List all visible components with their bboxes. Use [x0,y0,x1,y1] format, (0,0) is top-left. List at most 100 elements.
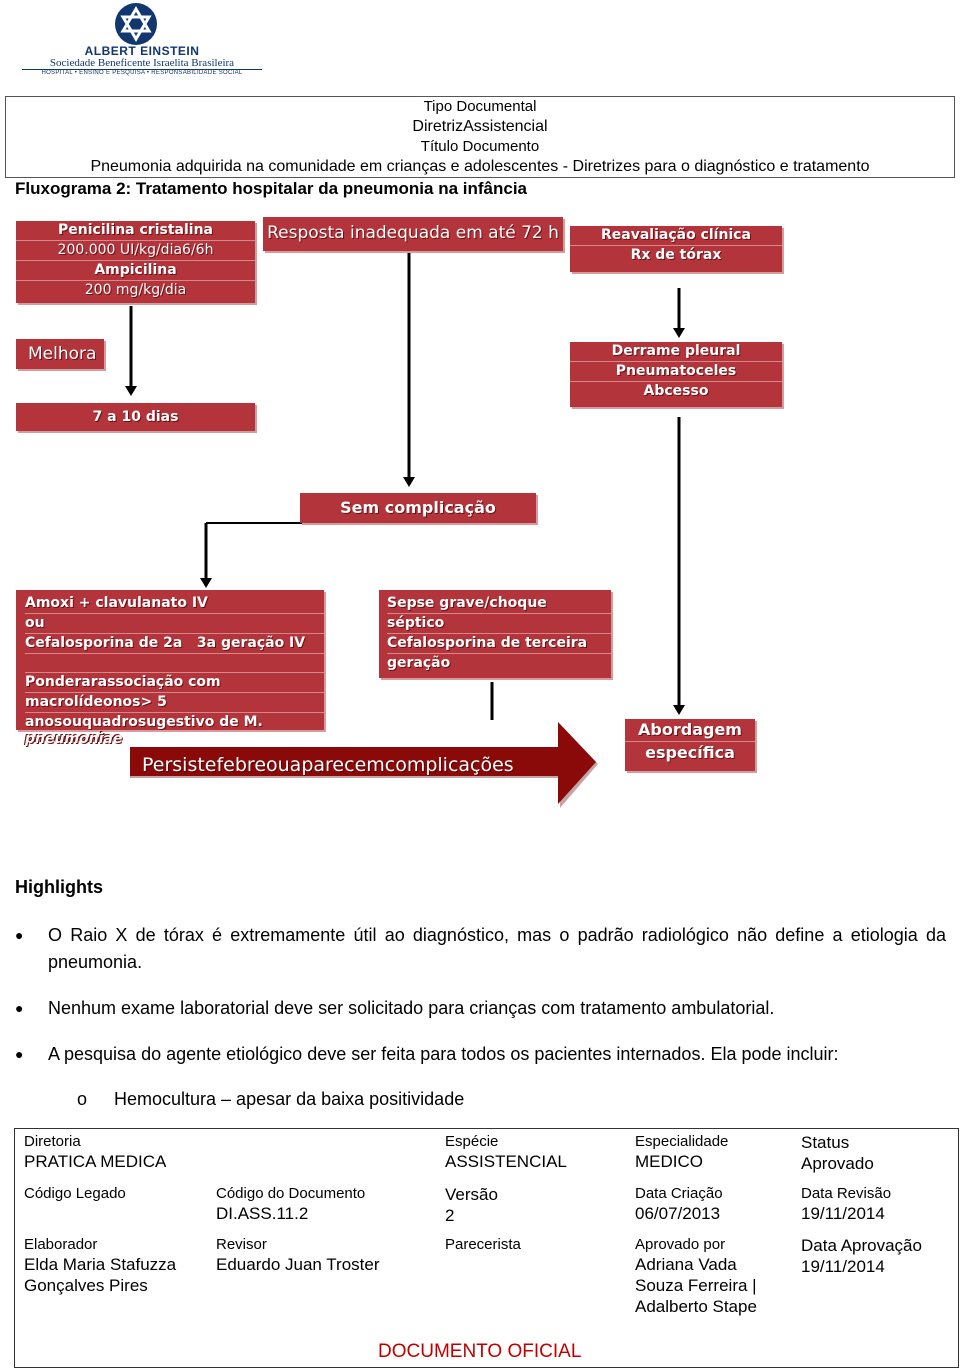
bullet-icon: ● [15,927,24,943]
sepse-line2: séptico [387,614,611,634]
amoxi-line7: anosouquadrosugestivo de M. [25,714,263,730]
footer-aprovado-por: Aprovado por Adriana Vada Souza Ferreira… [635,1235,757,1317]
amoxi-line6: macrolídeonos> 5 [25,693,324,713]
header-title-label: Título Documento [420,138,540,155]
especie-label: Espécie [445,1133,499,1150]
data-revisao-label: Data Revisão [801,1185,892,1202]
amoxi-spacer [25,654,324,673]
footer-codigo-legado: Código Legado [24,1184,126,1203]
highlight-subitem: o Hemocultura – apesar da baixa positivi… [77,1086,944,1113]
status-value: Aprovado [801,1154,874,1173]
aprovado-por-line1: Adriana Vada [635,1255,737,1274]
header-title: Pneumonia adquirida na comunidade em cri… [90,158,870,175]
aprovado-por-line2: Souza Ferreira | [635,1276,757,1295]
data-revisao-value: 19/11/2014 [801,1204,885,1223]
parecerista-label: Parecerista [445,1236,521,1253]
amoxi-line5: Ponderarassociação com [25,673,324,693]
elaborador-line2: Gonçalves Pires [24,1276,148,1295]
abordagem-line1: Abordagem [625,719,755,742]
highlight-text-1: O Raio X de tórax é extremamente útil ao… [48,925,946,972]
highlight-text-2: Nenhum exame laboratorial deve ser solic… [48,998,775,1018]
footer-especie: Espécie ASSISTENCIAL [445,1132,567,1172]
codigo-doc-label: Código do Documento [216,1185,366,1202]
footer-diretoria: Diretoria PRATICA MEDICA [24,1132,166,1172]
footer-versao: Versão 2 [445,1184,498,1226]
persiste-text: Persistefebreouaparecemcomplicações [142,754,514,776]
revisor-value: Eduardo Juan Troster [216,1255,380,1274]
data-aprovacao-label: Data Aprovação [801,1236,922,1255]
codigo-doc-value: DI.ASS.11.2 [216,1204,309,1223]
highlight-text-3: A pesquisa do agente etiológico deve ser… [48,1044,839,1064]
logo-subtitle: Sociedade Beneficente Israelita Brasilei… [49,57,235,69]
box1-line4: 200 mg/kg/dia [84,282,187,298]
box1-line1: Penicilina cristalina [16,221,255,241]
especie-value: ASSISTENCIAL [445,1152,567,1171]
sepse-line3: Cefalosporina de terceira [387,634,611,654]
footer-data-aprovacao: Data Aprovação 19/11/2014 [801,1235,922,1277]
footer-codigo-documento: Código do Documento DI.ASS.11.2 [216,1184,365,1224]
highlights-title: Highlights [15,877,103,897]
box1-line2: 200.000 UI/kg/dia6/6h [16,241,255,261]
sem-complicacao-text: Sem complicação [340,498,496,517]
amoxi-line8: pneumoniae [25,731,123,747]
resposta-text: Resposta inadequada em até 72 h [267,223,559,243]
data-aprovacao-value: 19/11/2014 [801,1257,885,1276]
highlight-subitem-text: Hemocultura – apesar da baixa positivida… [114,1089,465,1109]
elaborador-line1: Elda Maria Stafuzza [24,1255,177,1274]
footer-data-revisao: Data Revisão 19/11/2014 [801,1184,891,1224]
flowchart-title: Fluxograma 2: Tratamento hospitalar da p… [15,179,527,198]
box-amoxi-clavulanato: Amoxi + clavulanato IV ou Cefalosporina … [16,590,324,730]
amoxi-line2: ou [25,614,324,634]
documento-oficial-stamp: DOCUMENTO OFICIAL [378,1341,582,1362]
derrame-line3: Abcesso [643,383,709,399]
document-footer-table: Diretoria PRATICA MEDICA Espécie ASSISTE… [14,1128,959,1368]
highlight-item-3: ● A pesquisa do agente etiológico deve s… [15,1041,946,1068]
box-penicilina-ampicilina: Penicilina cristalina 200.000 UI/kg/dia6… [16,221,255,303]
highlight-item-2: ● Nenhum exame laboratorial deve ser sol… [15,995,946,1022]
logo-tagline: HOSPITAL • ENSINO E PESQUISA • RESPONSAB… [41,70,243,76]
box-abordagem-especifica: Abordagem específica [625,719,755,771]
derrame-line1: Derrame pleural [570,342,782,362]
box1-line3: Ampicilina [16,261,255,281]
diretoria-value: PRATICA MEDICA [24,1152,167,1171]
dias-text: 7 a 10 dias [92,409,179,425]
header-doc-type-label: Tipo Documental [423,98,537,115]
bullet-icon: ● [15,1046,24,1062]
star-of-david-logo-icon [115,3,157,45]
footer-especialidade: Especialidade MEDICO [635,1132,728,1172]
box-sepse: Sepse grave/choque séptico Cefalosporina… [379,590,611,678]
aprovado-por-line3: Adalberto Stape [635,1297,757,1316]
sepse-line1: Sepse grave/choque [387,594,611,614]
data-criacao-label: Data Criação [635,1185,723,1202]
footer-elaborador: Elaborador Elda Maria Stafuzza Gonçalves… [24,1235,176,1296]
footer-data-criacao: Data Criação 06/07/2013 [635,1184,723,1224]
reavaliacao-line2: Rx de tórax [630,247,722,263]
revisor-label: Revisor [216,1236,267,1253]
especialidade-label: Especialidade [635,1133,729,1150]
persiste-big-arrow [130,722,598,808]
versao-value: 2 [445,1206,455,1225]
logo-name: ALBERT EINSTEIN [84,44,200,58]
highlight-item-1: ● O Raio X de tórax é extremamente útil … [15,922,946,976]
amoxi-line3: Cefalosporina de 2a 3a geração IV [25,634,324,654]
footer-revisor: Revisor Eduardo Juan Troster [216,1235,379,1275]
box-melhora: Melhora [16,339,104,369]
status-label: Status [801,1133,850,1152]
box-derrame-pleural: Derrame pleural Pneumatoceles Abcesso [570,342,782,407]
footer-parecerista: Parecerista [445,1235,521,1254]
box-sem-complicacao: Sem complicação [300,493,536,523]
versao-label: Versão [445,1185,498,1204]
elaborador-label: Elaborador [24,1236,98,1253]
box-resposta-inadequada: Resposta inadequada em até 72 h [263,217,563,251]
box-7-10-dias: 7 a 10 dias [16,403,255,431]
document-header: Tipo Documental DiretrizAssistencial Tít… [5,96,955,178]
diretoria-label: Diretoria [24,1133,81,1150]
derrame-line2: Pneumatoceles [570,362,782,382]
subitem-marker: o [77,1089,88,1109]
abordagem-line2: específica [645,743,735,762]
sepse-line4: geração [387,655,451,671]
reavaliacao-line1: Reavaliação clínica [570,226,782,246]
aprovado-por-label: Aprovado por [635,1236,726,1253]
especialidade-value: MEDICO [635,1152,703,1171]
amoxi-line1: Amoxi + clavulanato IV [25,594,324,614]
